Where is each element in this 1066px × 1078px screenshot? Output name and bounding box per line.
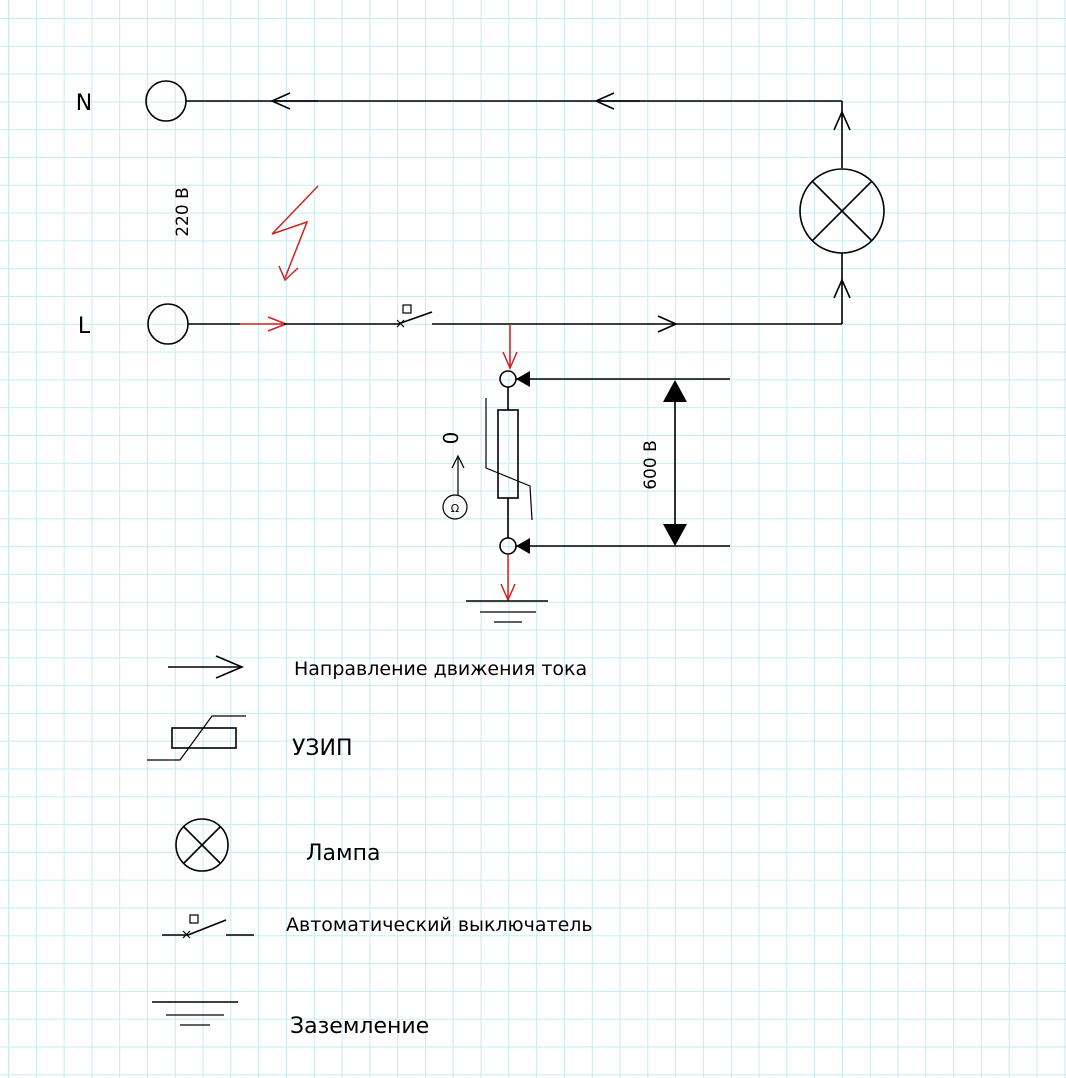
terminal-n-circle (145, 80, 187, 122)
arrow-icon (833, 278, 851, 299)
legend-ground-icon (152, 1001, 238, 1026)
arrow-icon (270, 92, 318, 110)
omega-symbol: Ω (451, 502, 459, 515)
arrow-icon (657, 315, 678, 333)
terminal-l-label: L (78, 314, 91, 339)
surge-voltage-label: 600 В (641, 440, 661, 490)
legend-current-direction-label: Направление движения тока (294, 658, 587, 680)
arrow-icon (833, 110, 851, 131)
terminal-l-circle (147, 303, 189, 345)
lightning-bolt-icon (271, 185, 319, 282)
spd-icon (485, 387, 533, 538)
spd-top-terminal (499, 370, 517, 388)
arrow-icon (594, 92, 640, 110)
legend-lamp-icon (175, 818, 229, 872)
zero-resistance-label: 0 (439, 432, 463, 445)
ground-icon (466, 600, 548, 623)
line-wire (188, 316, 842, 332)
legend-lamp-label: Лампа (306, 841, 381, 866)
lamp-icon (799, 168, 885, 254)
supply-voltage-label: 220 В (173, 187, 193, 237)
legend-breaker-label: Автоматический выключатель (286, 914, 593, 936)
legend-spd-label: УЗИП (292, 736, 353, 761)
spd-bottom-terminal (499, 537, 517, 555)
legend-spd-icon (147, 715, 246, 761)
arrow-icon (500, 583, 516, 602)
arrow-icon (502, 351, 518, 370)
terminal-n-label: N (76, 91, 92, 116)
legend-ground-label: Заземление (290, 1014, 429, 1039)
breaker-icon (396, 304, 433, 328)
legend-breaker-icon (162, 914, 254, 939)
legend: Направление движения тока УЗИП Лампа Авт… (147, 655, 593, 1039)
ohmmeter-icon: Ω 0 (439, 432, 468, 520)
legend-arrow-icon (168, 655, 245, 679)
neutral-wire (186, 100, 843, 168)
surge-voltage-bracket (516, 371, 730, 554)
